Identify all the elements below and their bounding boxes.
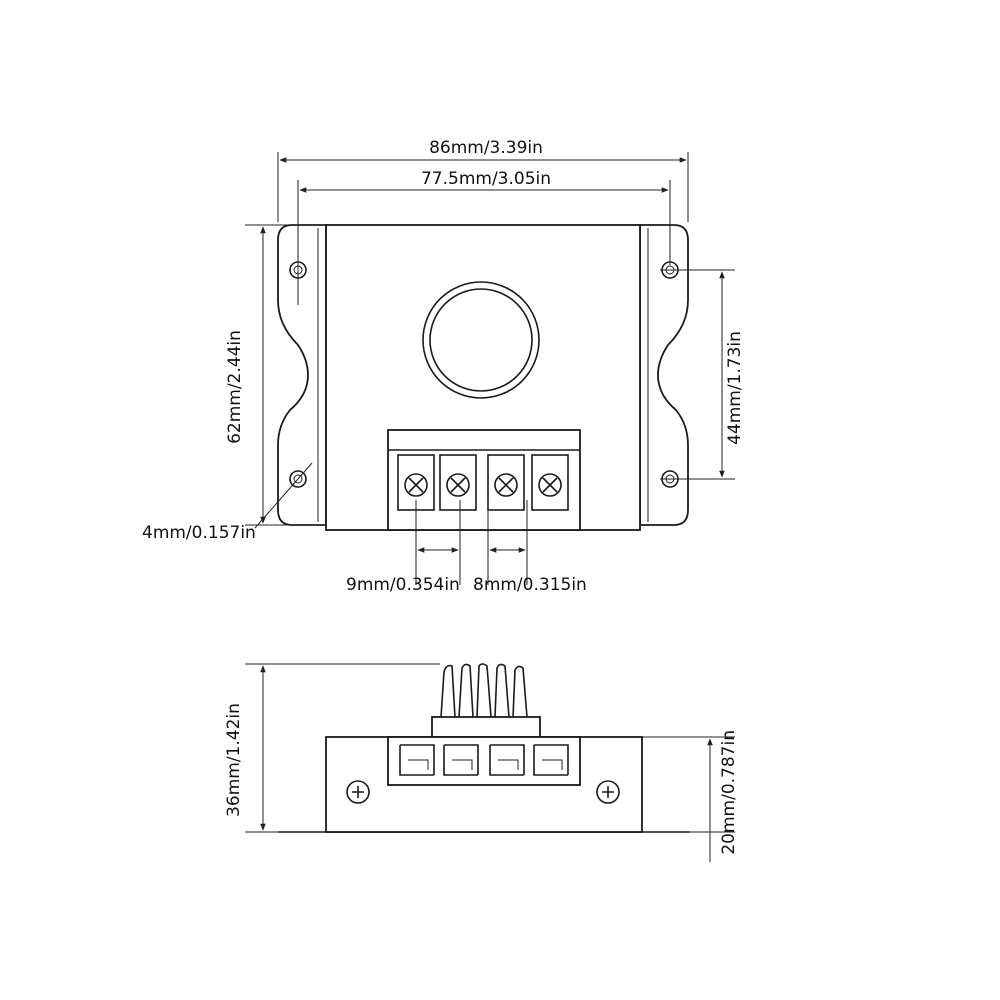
label-terminal-pitch-a: 9mm/0.354in <box>346 575 460 595</box>
knob-inner <box>429 288 533 392</box>
mounting-hole-bottom-left <box>289 470 307 488</box>
terminal-screw-3 <box>494 473 518 497</box>
side-screw-left <box>346 780 370 804</box>
terminal-screw-4 <box>538 473 562 497</box>
label-hole-spacing-width: 77.5mm/3.05in <box>421 169 551 189</box>
label-hole-diameter: 4mm/0.157in <box>142 523 256 543</box>
side-dimension-lines <box>245 663 735 862</box>
label-body-depth: 20mm/0.787in <box>719 730 739 855</box>
side-terminal-block <box>387 736 581 786</box>
top-dimension-lines <box>245 152 735 585</box>
knob-outer <box>422 281 540 399</box>
terminal-screw-2 <box>446 473 470 497</box>
side-screw-right <box>596 780 620 804</box>
top-view <box>277 224 689 531</box>
right-flange <box>639 224 689 526</box>
side-view <box>278 663 690 833</box>
label-overall-height: 62mm/2.44in <box>225 330 245 444</box>
label-total-depth: 36mm/1.42in <box>224 703 244 817</box>
left-flange <box>277 224 327 526</box>
side-knob <box>431 663 541 738</box>
label-hole-spacing-height: 44mm/1.73in <box>725 331 745 445</box>
label-terminal-pitch-b: 8mm/0.315in <box>473 575 587 595</box>
label-overall-width: 86mm/3.39in <box>429 138 543 158</box>
terminal-block <box>387 429 581 531</box>
terminal-screw-1 <box>404 473 428 497</box>
